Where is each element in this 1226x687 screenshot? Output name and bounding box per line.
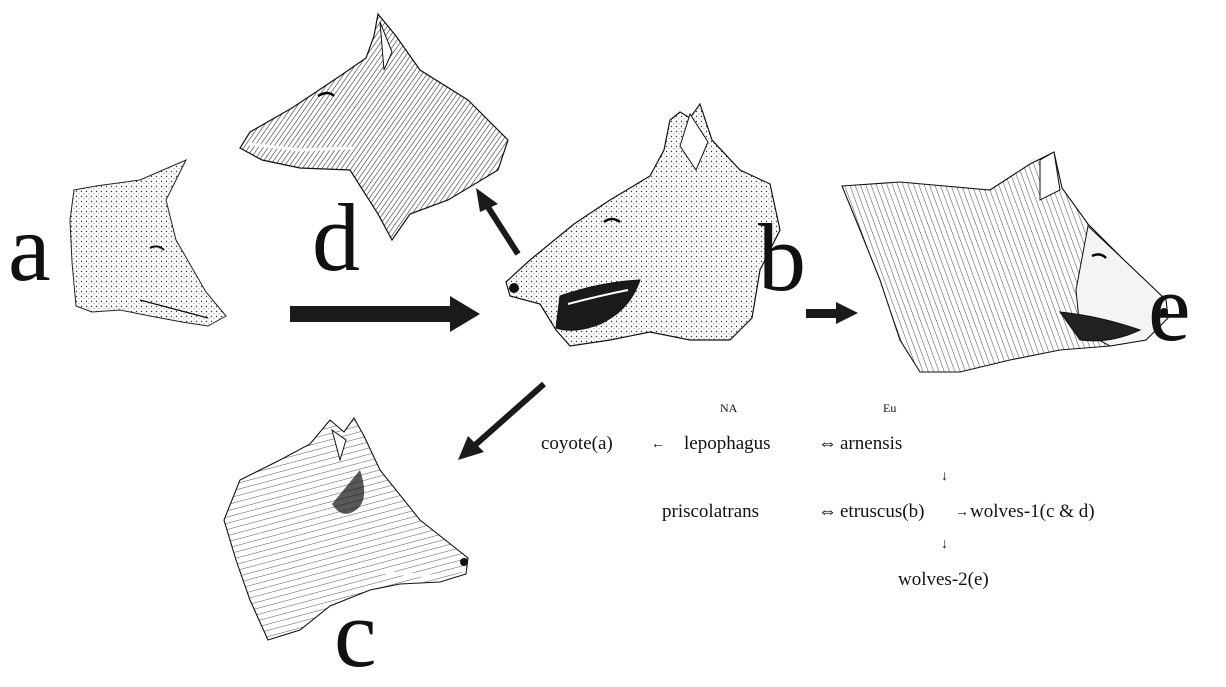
down-arrow-1: ↓ <box>941 470 948 484</box>
diagram-stage: a d b e c NA Eu coyote(a) ← lepophagus ⇔… <box>0 0 1226 666</box>
header-eu: Eu <box>883 402 896 414</box>
wolves1-text: wolves-1(c & d) <box>970 502 1095 521</box>
right-arrow: → <box>955 506 969 520</box>
etruscus-text: etruscus(b) <box>840 502 924 521</box>
coyote-text: coyote(a) <box>541 434 613 453</box>
down-arrow-2: ↓ <box>941 538 948 552</box>
header-na: NA <box>720 402 737 414</box>
left-arrow: ← <box>651 438 665 452</box>
wolves2-text: wolves-2(e) <box>898 570 989 589</box>
double-arrow-2: ⇔ <box>818 502 837 521</box>
double-arrow-1: ⇔ <box>818 434 837 453</box>
priscolatrans-text: priscolatrans <box>662 502 759 521</box>
lepophagus-text: lepophagus <box>684 434 771 453</box>
lineage-scheme: NA Eu coyote(a) ← lepophagus ⇔ arnensis … <box>0 0 1226 666</box>
arnensis-text: arnensis <box>840 434 902 453</box>
